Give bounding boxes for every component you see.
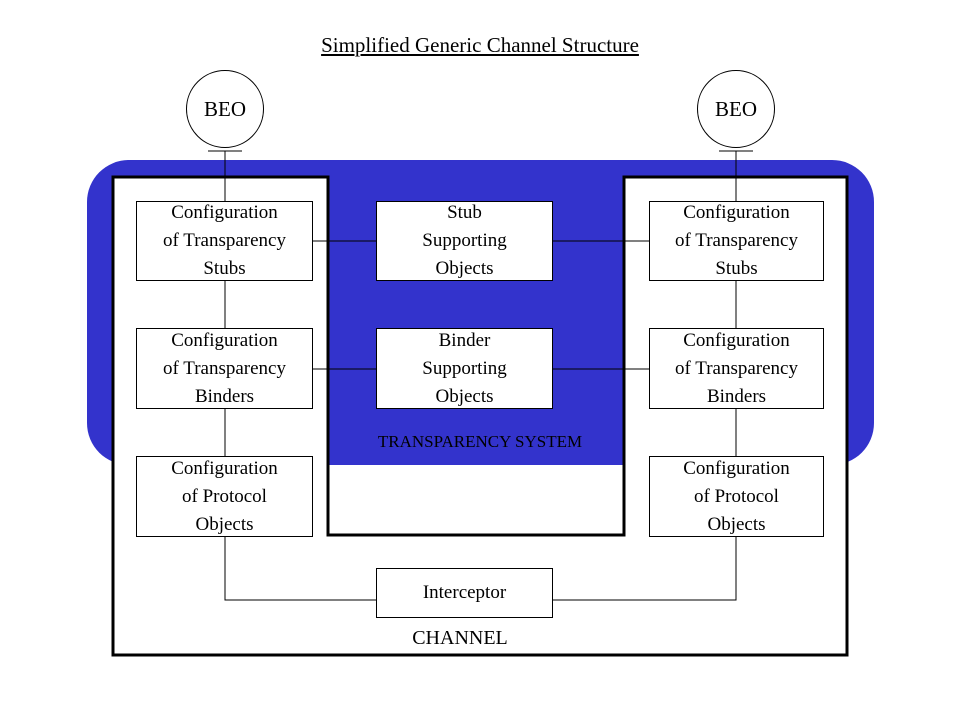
right-protocol-objects-box: Configuration of Protocol Objects bbox=[649, 456, 824, 537]
interceptor-link-left bbox=[224, 537, 376, 601]
beo-left-node: BEO bbox=[186, 70, 264, 148]
right-transparency-binders-box: Configuration of Transparency Binders bbox=[649, 328, 824, 409]
channel-notch bbox=[329, 465, 623, 535]
left-transparency-binders-box: Configuration of Transparency Binders bbox=[136, 328, 313, 409]
interceptor-box: Interceptor bbox=[376, 568, 553, 618]
right-transparency-stubs-box: Configuration of Transparency Stubs bbox=[649, 201, 824, 281]
binder-supporting-objects-box: Binder Supporting Objects bbox=[376, 328, 553, 409]
channel-label: CHANNEL bbox=[412, 627, 508, 649]
interceptor-link-right bbox=[553, 537, 737, 601]
left-protocol-objects-box: Configuration of Protocol Objects bbox=[136, 456, 313, 537]
channel-outline bbox=[111, 175, 849, 657]
diagram-title: Simplified Generic Channel Structure bbox=[321, 33, 639, 57]
beo-right-node: BEO bbox=[697, 70, 775, 148]
stub-supporting-objects-box: Stub Supporting Objects bbox=[376, 201, 553, 281]
left-transparency-stubs-box: Configuration of Transparency Stubs bbox=[136, 201, 313, 281]
transparency-system-label: TRANSPARENCY SYSTEM bbox=[377, 432, 583, 451]
